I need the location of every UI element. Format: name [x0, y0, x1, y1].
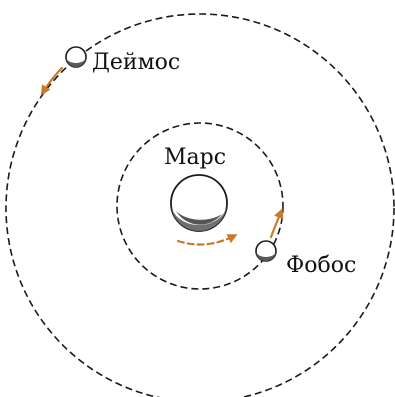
- mars-rotation-arrow-icon: [178, 236, 234, 245]
- phobos-direction-arrow-icon: [271, 212, 281, 237]
- mars-label: Марс: [164, 145, 226, 170]
- deimos-direction-arrow-icon: [43, 68, 62, 92]
- phobos-label: Фобос: [286, 253, 356, 278]
- mars-planet-icon: [171, 175, 227, 231]
- phobos-moon-icon: [256, 241, 276, 261]
- deimos-moon-icon: [66, 47, 86, 67]
- deimos-label: Деймос: [92, 50, 180, 75]
